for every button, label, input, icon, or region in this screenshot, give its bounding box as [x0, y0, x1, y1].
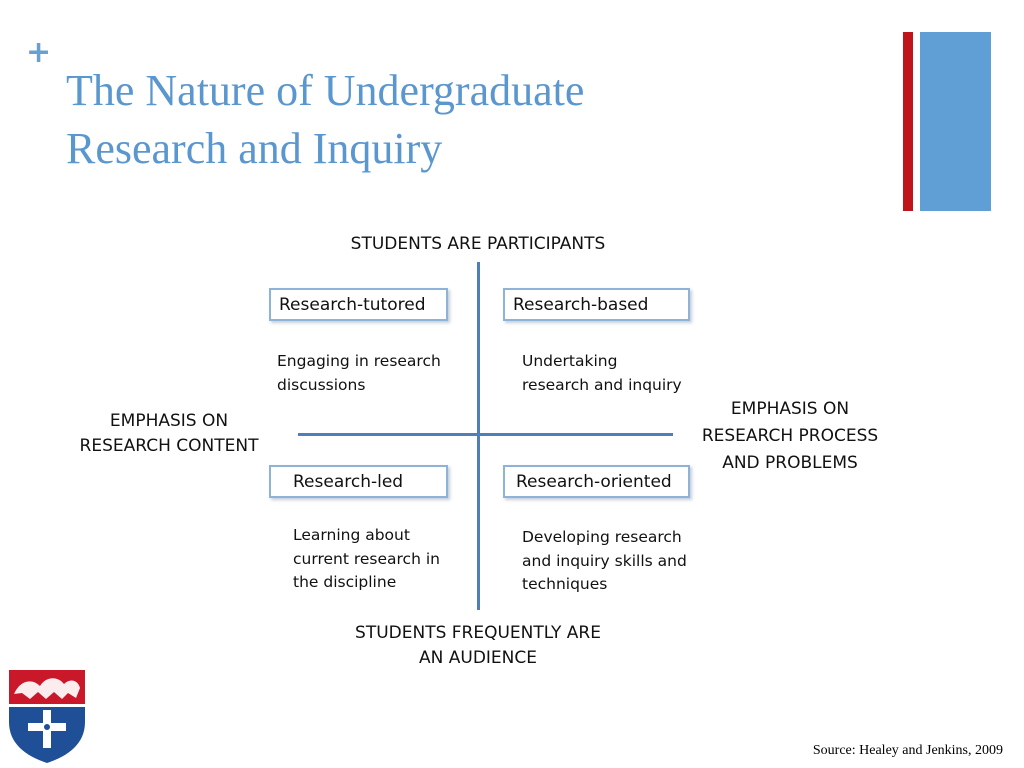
- quadrant-label: Research-based: [513, 295, 649, 315]
- slide-bullet-plus: +: [26, 35, 52, 70]
- axis-label-bottom-line-2: AN AUDIENCE: [419, 648, 537, 668]
- quadrant-label: Research-oriented: [516, 472, 672, 492]
- axis-label-left: EMPHASIS ON RESEARCH CONTENT: [66, 409, 272, 459]
- decorative-red-bar: [903, 32, 913, 211]
- university-crest-icon: [9, 670, 85, 763]
- axis-label-right-line-1: EMPHASIS ON: [730, 399, 850, 419]
- slide-title: The Nature of Undergraduate Research and…: [66, 62, 866, 178]
- source-citation: Source: Healey and Jenkins, 2009: [812, 743, 1003, 758]
- axis-label-left-line-1: EMPHASIS ON: [109, 411, 229, 431]
- slide-title-line-2: Research and Inquiry: [66, 124, 443, 173]
- quadrant-label: Research-tutored: [279, 295, 426, 315]
- decorative-blue-block: [920, 32, 991, 211]
- quadrant-description-research-based: Undertaking research and inquiry: [522, 352, 682, 394]
- quadrant-description-research-led: Learning about current research in the d…: [293, 526, 440, 591]
- vertical-axis-line: [477, 262, 480, 610]
- quadrant-box-research-tutored: Research-tutored: [269, 288, 448, 321]
- quadrant-description-research-oriented: Developing research and inquiry skills a…: [522, 528, 687, 593]
- axis-label-right-line-2: RESEARCH PROCESS: [701, 426, 879, 446]
- quadrant-box-research-oriented: Research-oriented: [503, 465, 690, 498]
- slide-title-line-1: The Nature of Undergraduate: [66, 66, 585, 115]
- axis-label-bottom-line-1: STUDENTS FREQUENTLY ARE: [355, 623, 601, 643]
- axis-label-top: STUDENTS ARE PARTICIPANTS: [350, 234, 606, 254]
- quadrant-box-research-based: Research-based: [503, 288, 690, 321]
- axis-label-right-line-3: AND PROBLEMS: [722, 453, 858, 473]
- axis-label-bottom: STUDENTS FREQUENTLY ARE AN AUDIENCE: [330, 621, 626, 671]
- axis-label-left-line-2: RESEARCH CONTENT: [79, 436, 259, 456]
- horizontal-axis-line: [298, 433, 673, 436]
- quadrant-label: Research-led: [293, 472, 404, 492]
- quadrant-description-research-tutored: Engaging in research discussions: [277, 352, 441, 394]
- axis-label-right: EMPHASIS ON RESEARCH PROCESS AND PROBLEM…: [680, 396, 900, 477]
- quadrant-box-research-led: Research-led: [269, 465, 448, 498]
